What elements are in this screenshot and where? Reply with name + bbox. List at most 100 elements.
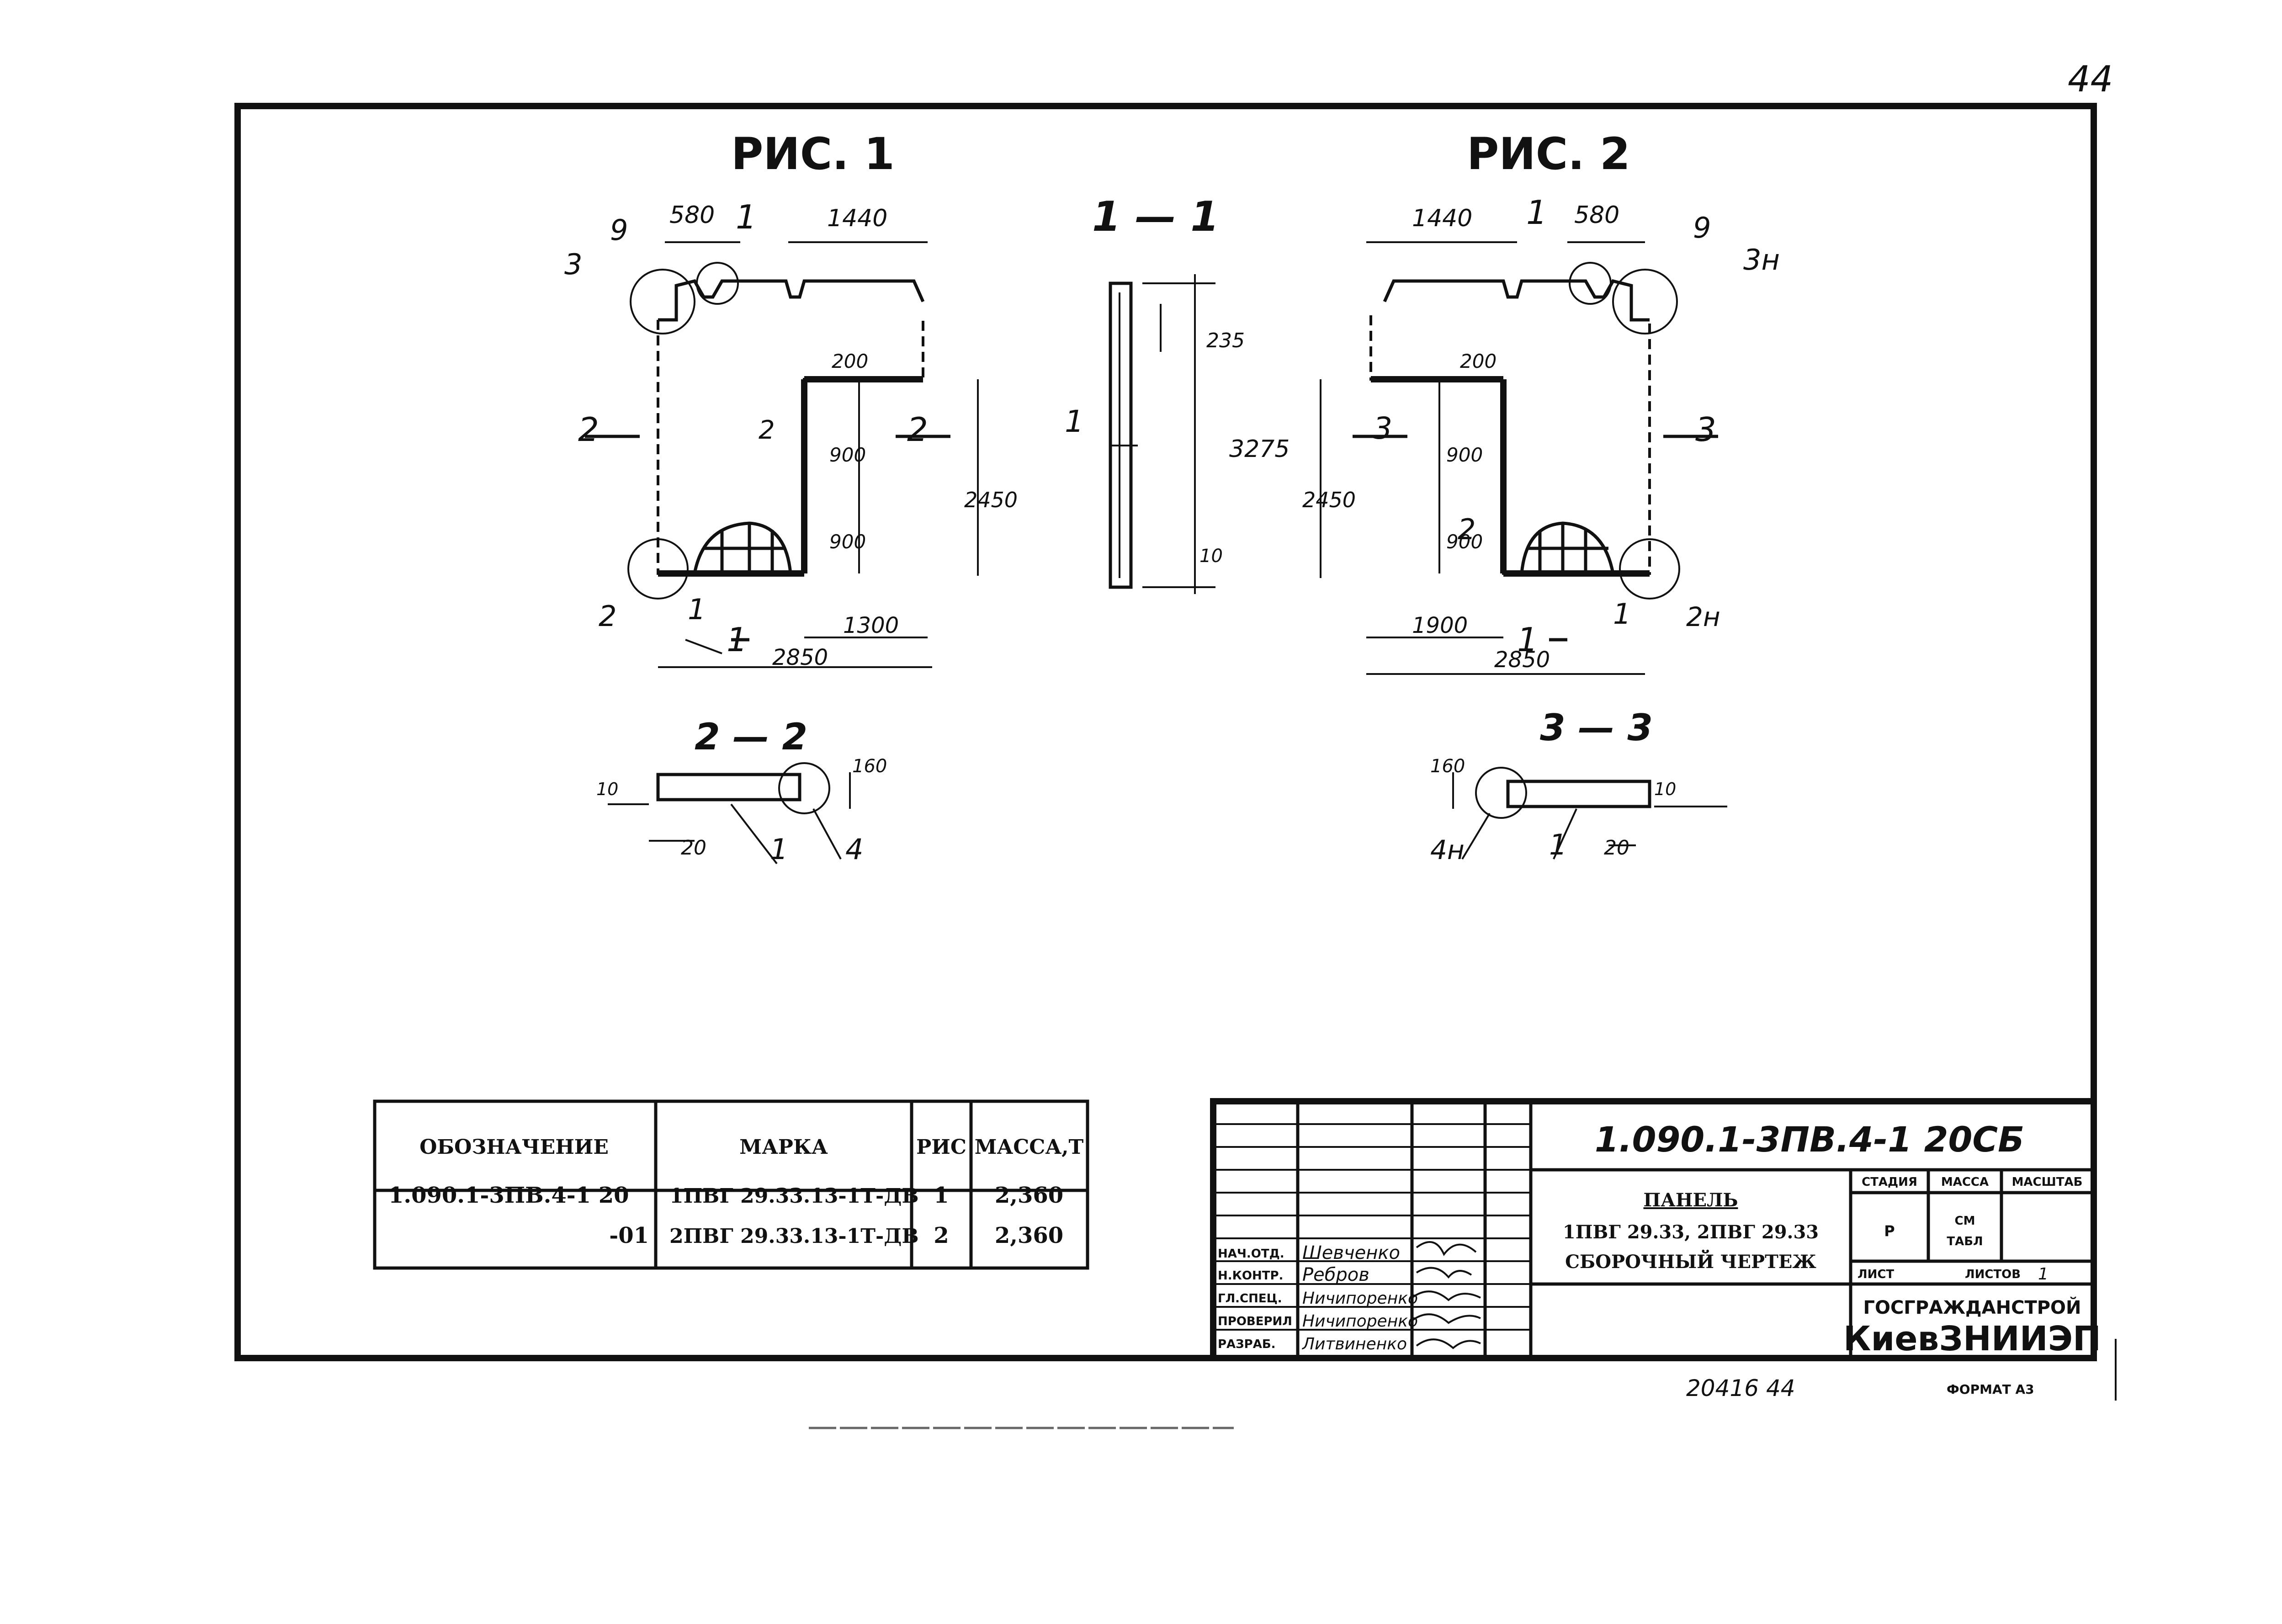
sheets-label: ЛИСТОВ (1965, 1268, 2021, 1281)
fig2-dim-1900: 1900 (1412, 613, 1468, 638)
sig-name-5: Литвиненко (1301, 1335, 1407, 1353)
signature-scribbles (1411, 1241, 1481, 1349)
fig2-dim-200: 200 (1460, 350, 1497, 372)
fig1-callout-2-left: 2 (578, 410, 599, 449)
sheet-frame (234, 103, 2097, 1361)
fig2-dim-900a: 900 (1446, 444, 1483, 466)
title-block-code: 1.090.1-3ПВ.4-1 20СБ (1595, 1119, 2024, 1160)
sec11-dim-3275: 3275 (1229, 435, 1290, 463)
fig1-top-edge (658, 279, 925, 322)
sig-role-3: ГЛ.СПЕЦ. (1218, 1292, 1282, 1306)
spec-row1-designation: 1.090.1-3ПВ.4-1 20 (388, 1183, 629, 1208)
sec11-dim-235: 235 (1206, 329, 1245, 352)
title-block-cols (1296, 1101, 1533, 1358)
fig1-callout-1-bottom: 1 (727, 621, 748, 659)
fig2-dim-1440: 1440 (1412, 205, 1472, 232)
sec33-title: 3 — 3 (1540, 706, 1653, 749)
fig1-dim-900a: 900 (829, 444, 866, 466)
fig1-dim-2450: 2450 (964, 488, 1018, 512)
footer-inventory: 20416 44 (1686, 1375, 1795, 1401)
fig1-panel-outline (657, 315, 924, 575)
sec22-dim-160: 160 (852, 756, 887, 777)
sec33-dim-lines (1452, 772, 1727, 860)
sec22-callout-1: 1 (770, 833, 788, 866)
fig2-title: РИС. 2 (1467, 128, 1630, 180)
fig2-callout-2n: 2н (1686, 601, 1720, 632)
section-3-3: 3 — 3 160 10 20 4н 1 (1430, 706, 1727, 865)
sheet-label: ЛИСТ (1857, 1268, 1894, 1281)
sig-name-4: Ничипоренко (1302, 1312, 1418, 1331)
sec11-callout-1: 1 (1065, 404, 1084, 439)
fig1-callout-2-bottom: 2 (599, 600, 616, 633)
sec33-panel (1506, 780, 1651, 808)
sec11-panel (1109, 281, 1133, 589)
fig2-callout-3-right: 3 (1695, 410, 1716, 449)
fig1-dim-1300: 1300 (843, 613, 899, 638)
sec33-dim-10: 10 (1654, 779, 1676, 799)
sig-name-2: Ребров (1302, 1264, 1369, 1285)
spec-table-frame (373, 1099, 1089, 1270)
fig1-dim-2850: 2850 (772, 645, 828, 670)
fig1-dim-580: 580 (669, 202, 715, 229)
fig2-callout-1-top: 1 (1526, 193, 1547, 232)
fig1-dim-1440: 1440 (827, 205, 887, 232)
fig2-panel-outline (1369, 315, 1651, 575)
fig1-detail-circle-9 (696, 262, 739, 305)
stage-header: СТАДИЯ (1862, 1175, 1917, 1189)
title-block-name-line1: ПАНЕЛЬ (1643, 1189, 1738, 1211)
fig2-callout-1-inner: 1 (1613, 597, 1631, 631)
fig1-window (693, 521, 792, 574)
sec33-callout-1: 1 (1549, 828, 1567, 861)
fig1-dim-lines (658, 241, 979, 668)
fig2-callout-2-mid: 2 (1458, 513, 1475, 546)
scale-header: МАСШТАБ (2012, 1175, 2083, 1189)
fig2-top-edge (1383, 279, 1650, 322)
fig2-dim-2850: 2850 (1494, 647, 1550, 673)
mass-header: МАССА (1941, 1175, 1989, 1189)
fig2-dim-2450: 2450 (1302, 488, 1356, 512)
fig1-section-marks (585, 435, 950, 642)
sig-role-1: НАЧ.ОТД. (1218, 1247, 1284, 1261)
fig2-callout-3n: 3н (1743, 243, 1780, 276)
fig1-dim-200: 200 (832, 350, 868, 372)
section-2-2: 2 — 2 10 160 20 1 4 (596, 716, 887, 866)
mass-value-2: ТАБЛ (1947, 1235, 1983, 1248)
fig2-dim-900b: 900 (1446, 531, 1483, 553)
page-number: 44 (2068, 59, 2113, 100)
fig1-callout-9: 9 (610, 213, 628, 247)
stage-value: Р (1884, 1222, 1895, 1240)
fig2-callout-3-left: 3 (1373, 411, 1392, 446)
spec-row1-mark: 1ПВГ 29.33.13-1Т-ДВ (669, 1184, 919, 1208)
sig-role-4: ПРОВЕРИЛ (1218, 1315, 1292, 1328)
org-line1: ГОСГРАЖДАНСТРОЙ (1863, 1296, 2081, 1318)
spec-row1-mass: 2,360 (995, 1183, 1063, 1208)
fig2-detail-circle-3n (1612, 269, 1678, 334)
spec-header-mass: МАССА,Т (975, 1136, 1084, 1159)
fig1-callout-2-mid: 2 (759, 415, 775, 445)
sec33-callout-4n: 4н (1430, 834, 1465, 865)
spec-row2-designation: -01 (609, 1223, 649, 1248)
title-block-right-grid (1531, 1168, 2094, 1358)
sig-name-1: Шевченко (1302, 1242, 1400, 1263)
sig-name-3: Ничипоренко (1302, 1289, 1418, 1308)
fig2-callout-1-bottom: 1 (1517, 621, 1538, 659)
figure-2: РИС. 2 1440 580 200 900 900 2450 1900 28… (1302, 128, 1780, 675)
sec11-dim-10: 10 (1199, 546, 1223, 567)
fig1-dim-900b: 900 (829, 531, 866, 553)
fig1-title: РИС. 1 (731, 128, 895, 180)
fig2-detail-circle-2n (1619, 538, 1680, 600)
spec-row2-mass: 2,360 (995, 1223, 1063, 1248)
sig-role-5: РАЗРАБ. (1218, 1337, 1276, 1351)
fig2-callout-9: 9 (1693, 211, 1711, 244)
org-line2: КиевЗНИИЭП (1843, 1319, 2101, 1359)
spec-header-fig: РИС (916, 1136, 966, 1159)
fig2-dim-lines (1320, 241, 1645, 675)
fig2-section-marks (1353, 435, 1718, 642)
mass-value-1: СМ (1955, 1214, 1975, 1228)
sheets-value: 1 (2038, 1265, 2048, 1284)
fig1-detail-circle-2 (627, 538, 689, 600)
spec-row2-fig: 2 (934, 1223, 949, 1248)
fig1-callout-2-right: 2 (907, 410, 928, 449)
sec11-title: 1 — 1 (1092, 193, 1219, 241)
